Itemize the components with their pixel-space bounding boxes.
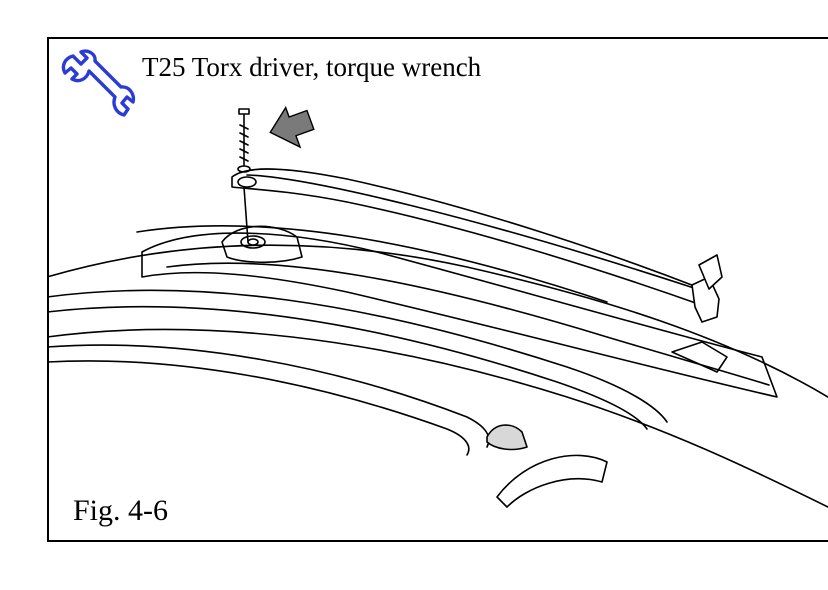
roof-outline [47, 244, 828, 398]
crossbar-foot-bolt-hole [237, 176, 257, 188]
roof-groove-1b [47, 305, 648, 430]
screw-head [238, 108, 250, 115]
roof-antenna [486, 424, 528, 451]
wrench-icon [61, 49, 136, 117]
screw-thread [239, 124, 249, 162]
clamp-lever [698, 254, 723, 290]
roof-groove-2b [47, 360, 470, 456]
roof-groove-3 [136, 225, 608, 303]
alignment-line [243, 186, 249, 243]
callout-arrow [269, 105, 315, 149]
washer [237, 165, 251, 173]
figure-label: Fig. 4-6 [73, 494, 169, 527]
side-rail [141, 232, 778, 398]
side-rail-inner [166, 262, 770, 386]
roof-rack-illustration [47, 105, 828, 508]
tools-required-label: T25 Torx driver, torque wrench [142, 52, 482, 82]
rail-foot-front [221, 225, 303, 264]
crossbar-top-line [246, 174, 698, 290]
roof-edge [47, 328, 828, 508]
roof-spoiler [496, 454, 608, 508]
rail-foot-rear [671, 341, 728, 373]
mounting-hole-inner [247, 238, 259, 246]
roof-groove-1 [47, 289, 668, 423]
roof-groove-2 [47, 344, 490, 448]
mounting-hole [240, 235, 266, 249]
